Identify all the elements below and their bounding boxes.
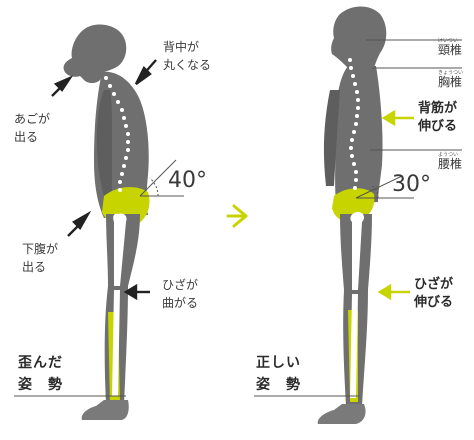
chevron-right-icon	[228, 206, 246, 226]
callout-back-straight: 背筋が 伸びる	[418, 100, 457, 136]
callout-back-rounded: 背中が 丸くなる	[163, 38, 211, 74]
spine-label-cervical: けいつい 頸椎	[438, 38, 462, 57]
title-poor-line2: 姿 勢	[18, 376, 63, 395]
callout-knee-straight: ひざが 伸びる	[414, 276, 453, 312]
correct-torso	[335, 66, 382, 204]
poor-foot	[82, 400, 129, 420]
title-correct-line2: 姿 勢	[256, 376, 301, 395]
callout-knee-bent: ひざが 曲がる	[162, 276, 198, 312]
spine-label-lumbar: ようつい 腰椎	[438, 152, 462, 171]
correct-callout-arrows	[380, 112, 414, 298]
spine-label-thoracic: きょうつい 胸椎	[438, 70, 463, 89]
angle-label-poor: 40°	[168, 168, 207, 193]
correct-foot	[318, 404, 366, 424]
callout-chin-forward: あごが 出る	[14, 110, 50, 146]
poor-head	[64, 25, 127, 83]
title-correct-line1: 正しい	[256, 354, 301, 373]
correct-head	[331, 7, 386, 71]
callout-abdomen-forward: 下腹が 出る	[22, 240, 58, 276]
angle-label-correct: 30°	[392, 172, 431, 197]
title-poor-line1: 歪んだ	[18, 354, 63, 373]
